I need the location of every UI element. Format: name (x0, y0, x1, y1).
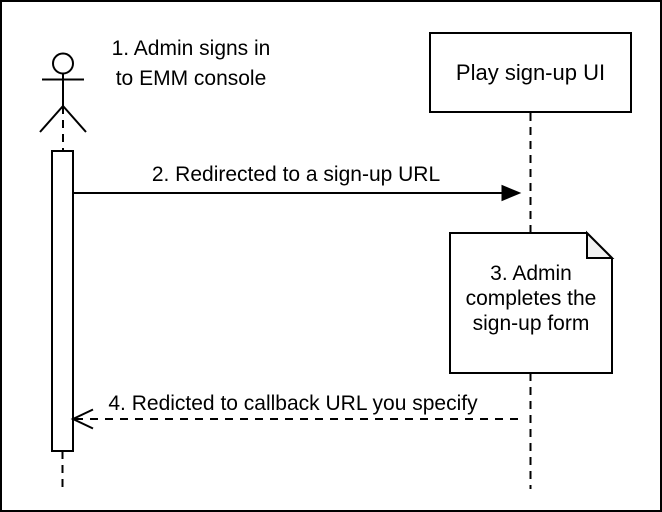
note-line1: 3. Admin (490, 262, 572, 285)
note-fold-icon (586, 230, 615, 259)
actor-head (52, 52, 74, 75)
message2-label: 2. Redirected to a sign-up URL (151, 163, 441, 186)
play-signup-ui-box: Play sign-up UI (429, 32, 632, 113)
message2-arrowhead-icon (501, 184, 522, 202)
actor-caption-line2: to EMM console (115, 67, 267, 90)
message4-arrowhead-icon (70, 408, 94, 430)
note-line2: completes the (465, 287, 597, 310)
note-label: 3. Admin completes the sign-up form (451, 261, 611, 336)
message2-arrow (73, 184, 522, 202)
message4-label: 4. Redicted to callback URL you specify (108, 392, 478, 415)
note-shape (449, 230, 615, 374)
activation-bar (51, 150, 74, 452)
note-body (449, 232, 613, 374)
message4-arrow (70, 408, 522, 430)
note-line3: sign-up form (472, 312, 590, 335)
play-signup-ui-label: Play sign-up UI (455, 59, 606, 85)
actor-caption: 1. Admin signs in to EMM console (86, 34, 296, 94)
actor-caption-line1: 1. Admin signs in (111, 37, 271, 60)
